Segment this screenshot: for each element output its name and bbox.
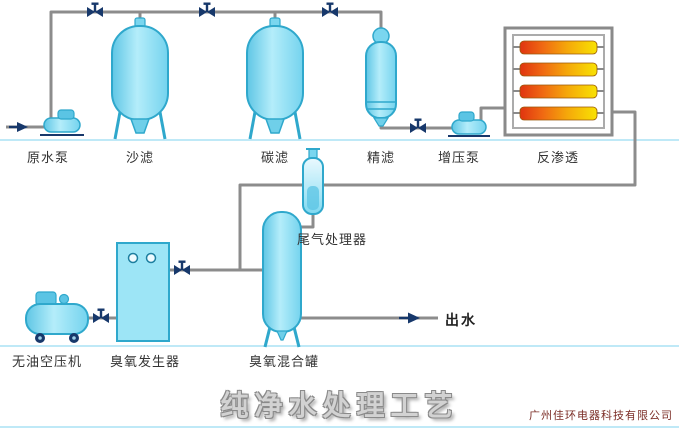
air-compressor-icon [25,291,89,343]
carbon-filter-tank [246,17,304,140]
label-fine-filter: 精滤 [367,150,396,165]
arrow-icon [9,122,28,132]
divider-lines [0,139,679,428]
pipe-tailgas-stub [300,214,315,229]
valve-icon [410,118,426,133]
tank-leg [248,111,257,140]
label-raw-water-pump: 原水泵 [27,150,70,165]
ozone-generator-box [116,242,170,342]
fine-filter-cone [372,117,390,127]
ro-inner-frame [512,34,605,129]
pump-body [451,119,487,135]
pump-body [43,117,81,133]
company-name: 广州佳环电器科技有限公司 [529,410,673,422]
valve-icon [199,2,215,17]
tailgas-liquid [307,186,319,210]
label-tail-gas-processor: 尾气处理器 [297,232,368,247]
ro-membrane-stubs [513,46,604,114]
page-title: 纯净水处理工艺 [220,390,459,421]
pump-motor [57,109,75,120]
pump-motor [458,111,475,122]
pipe-top-main [49,10,383,118]
tank-leg [158,111,167,140]
label-booster-pump: 增压泵 [438,150,481,165]
ro-membrane-bar [519,84,598,99]
tank-leg [113,111,122,140]
label-ozone-generator: 臭氧发生器 [110,354,181,369]
pipe-booster-to-ro [479,106,508,120]
ro-membrane-bar [519,106,598,121]
fine-filter-body [365,41,397,119]
tank-cone [276,330,288,341]
label-air-compressor: 无油空压机 [12,354,83,369]
tank-cone [129,118,151,134]
compressor-head [58,293,70,305]
ozone-mixing-tank [262,211,302,348]
ro-membrane-bar [519,40,598,55]
tank-leg [293,111,302,140]
generator-cabinet [116,242,170,342]
ro-membrane-bar [519,62,598,77]
raw-water-pump-icon [40,109,84,136]
tank-body [246,25,304,121]
label-carbon-filter: 碳滤 [261,150,290,165]
valve-icon [87,2,103,17]
wheel-hub [38,336,42,340]
valve-icon [93,308,109,323]
gauge-icon [145,252,157,264]
booster-pump-icon [448,111,490,137]
reverse-osmosis-unit [503,26,614,137]
pipe-ro-to-mixing-tank [238,110,637,270]
tank-body [262,211,302,333]
label-reverse-osmosis: 反渗透 [537,150,580,165]
label-water-outlet: 出水 [445,312,477,328]
tank-body [111,25,169,121]
gauge-icon [127,252,139,264]
tank-cone [264,118,286,134]
tank-leg [263,326,272,348]
label-sand-filter: 沙滤 [126,150,155,165]
valve-icon [322,2,338,17]
fine-filter-vessel [365,27,397,127]
wheel-hub [72,336,76,340]
tail-gas-processor-vessel [302,148,324,215]
arrow-icon [399,312,420,324]
tank-leg [292,326,301,348]
valves-and-arrows [9,2,426,324]
compressor-tank [25,303,89,335]
valve-icon [174,260,190,275]
sand-filter-tank [111,17,169,140]
label-ozone-mixing-tank: 臭氧混合罐 [249,354,320,369]
